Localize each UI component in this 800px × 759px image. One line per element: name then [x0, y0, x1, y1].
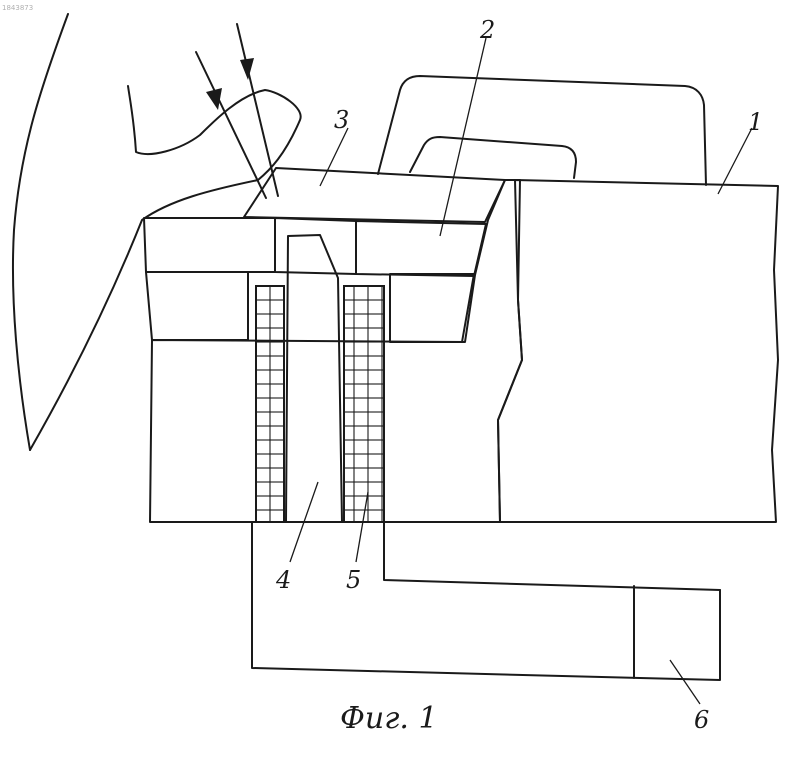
plate-2-left	[144, 218, 275, 272]
cell-stack-left	[256, 286, 284, 522]
corner-mark: 1843873	[2, 4, 33, 12]
sensor-rod-4	[286, 235, 342, 522]
figure-caption: Фиг. 1	[340, 701, 438, 736]
insert-layer-right	[390, 274, 474, 342]
label-6: 6	[694, 706, 709, 734]
label-4: 4	[275, 566, 291, 594]
label-5: 5	[346, 566, 361, 594]
beam-line-left	[196, 52, 266, 198]
label-2: 2	[479, 16, 495, 44]
beam-arrow-left-icon	[206, 88, 222, 110]
clamp-bracket	[378, 76, 706, 185]
grinding-wheel-outline	[13, 14, 68, 450]
leader-3	[320, 128, 348, 186]
plate-3	[244, 168, 505, 222]
wire-right	[384, 522, 720, 590]
plate-2-right	[356, 221, 486, 276]
housing-body	[150, 180, 522, 522]
leader-6	[670, 660, 700, 704]
cell-stack-right	[344, 286, 384, 522]
insert-layer-left	[146, 272, 248, 340]
beam-line-right	[237, 24, 278, 196]
wire-left	[252, 522, 720, 680]
label-1: 1	[748, 108, 763, 136]
clamp-bracket-inner	[410, 137, 576, 178]
workpiece-1	[498, 180, 778, 522]
beam-arrow-right-icon	[240, 58, 254, 80]
label-3: 3	[334, 106, 349, 134]
